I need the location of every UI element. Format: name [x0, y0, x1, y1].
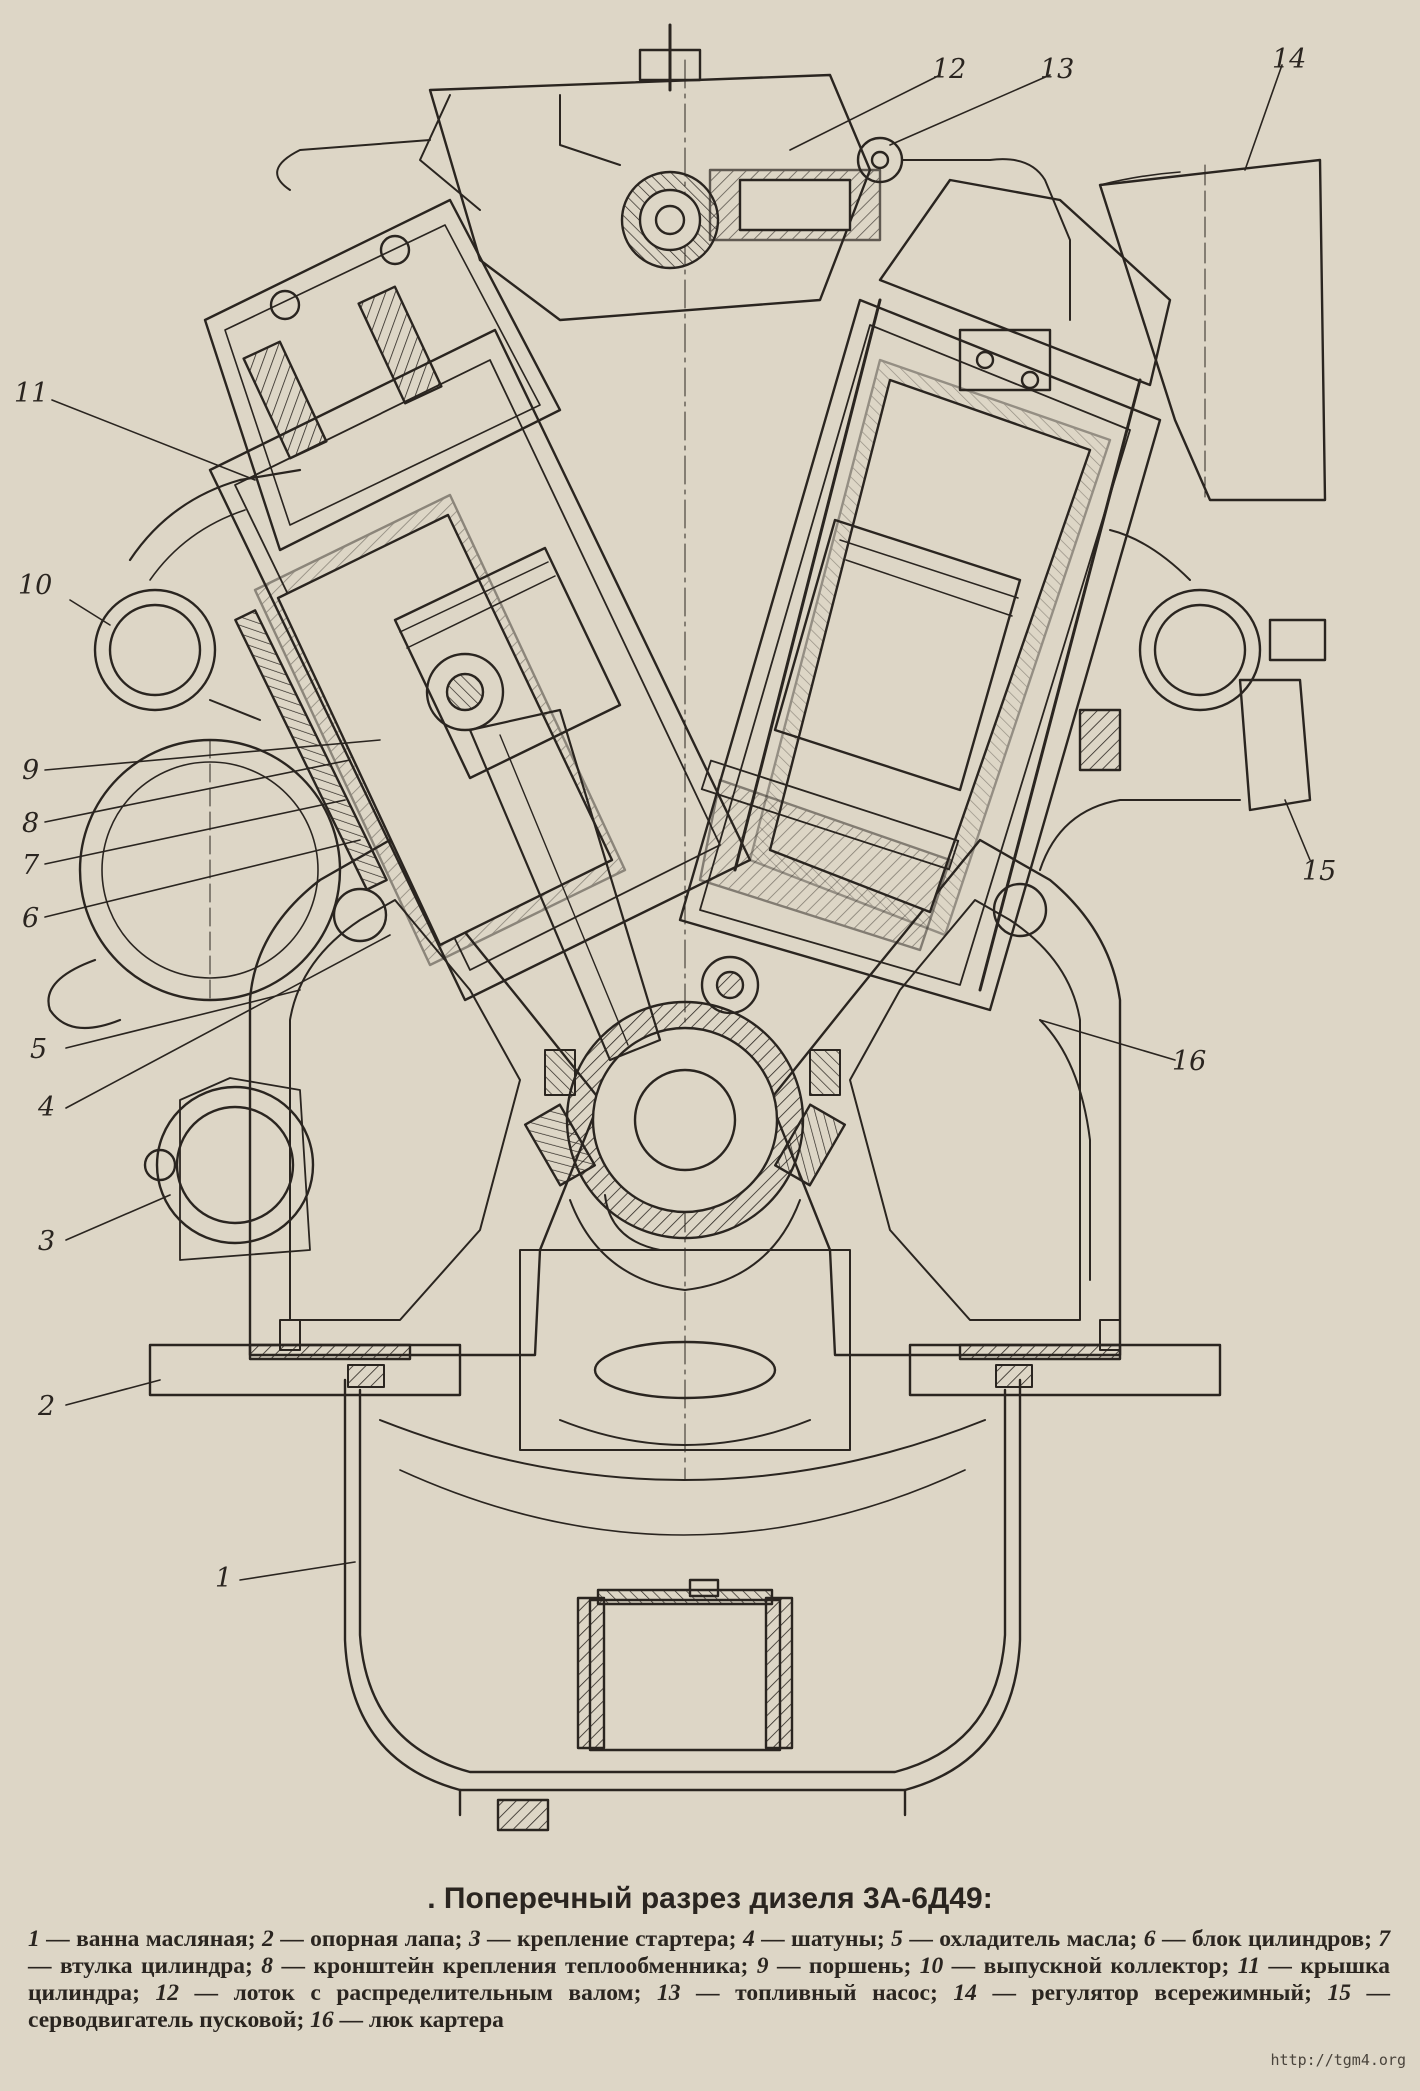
callout-7: 7 [22, 850, 40, 881]
right-exhaust-manifold [1109, 529, 1327, 712]
legend-entry: 13 — топливный насос; [656, 1980, 954, 2006]
legend-number: 3 [468, 1926, 481, 1952]
legend-number: 14 [953, 1980, 977, 2006]
legend-entry: 4 — шатуны; [742, 1926, 892, 1952]
right-cylinder-head [878, 178, 1172, 392]
starter-mount [143, 1077, 315, 1261]
servo-motor [1039, 678, 1312, 871]
legend-text: регулятор всережимный [1031, 1980, 1305, 2006]
callout-3: 3 [38, 1226, 56, 1257]
left-exhaust-manifold [93, 468, 302, 721]
legend-entry: 10 — выпускной коллектор; [919, 1953, 1238, 1979]
legend-number: 1 [28, 1926, 40, 1952]
legend-number: 12 [155, 1980, 179, 2006]
legend-number: 15 [1327, 1980, 1351, 2006]
legend-entry: 7 — втулка цилиндра; [28, 1926, 1391, 1979]
callout-11: 11 [14, 378, 49, 409]
crankshaft [523, 1000, 847, 1291]
legend-entry: 1 — ванна масляная; [28, 1926, 263, 1952]
legend-number: 16 [310, 2007, 334, 2033]
legend-number: 5 [891, 1926, 903, 1952]
engine-cross-section-drawing [44, 23, 1327, 1832]
callout-10: 10 [18, 570, 53, 601]
legend-number: 7 [1378, 1926, 1391, 1952]
oil-pan [343, 1378, 1022, 1832]
crankcase-hatch [332, 882, 1091, 1281]
legend-number: 2 [262, 1926, 274, 1952]
legend-text: шатуны [791, 1926, 877, 1952]
legend-entry: 5 — охладитель масла; [891, 1926, 1144, 1952]
legend-text: кронштейн крепления теплообменника [313, 1953, 741, 1979]
callout-5: 5 [30, 1034, 48, 1065]
legend-text: люк картера [368, 2007, 504, 2033]
legend-number: 4 [742, 1926, 755, 1952]
callout-8: 8 [22, 808, 40, 839]
callout-14: 14 [1272, 44, 1307, 75]
oil-cooler [47, 738, 342, 1030]
right-cylinder-bank [678, 298, 1162, 1012]
callout-6: 6 [22, 903, 40, 934]
leader-lines [44, 64, 1311, 1581]
callout-12: 12 [932, 54, 967, 85]
legend-number: 6 [1143, 1926, 1156, 1952]
site-watermark: http://tgm4.org [1270, 2051, 1406, 2069]
legend-text: крепление стартера [516, 1926, 729, 1952]
left-cylinder-bank [208, 328, 752, 1062]
callout-13: 13 [1040, 54, 1075, 85]
legend-number: 11 [1237, 1953, 1260, 1979]
legend-number: 10 [919, 1953, 944, 1979]
legend-entry: 6 — блок цилиндров; [1143, 1926, 1379, 1952]
legend-text: втулка цилиндра [59, 1953, 246, 1979]
legend-text: ванна масляная [76, 1926, 248, 1952]
callout-1: 1 [215, 1563, 233, 1594]
legend-text: серводвигатель пусковой [28, 2007, 297, 2033]
legend-text: поршень [808, 1953, 904, 1979]
legend-text: крышка цилиндра [28, 1953, 1391, 2006]
callout-2: 2 [38, 1391, 56, 1422]
left-cylinder-head [203, 198, 562, 552]
callout-16: 16 [1172, 1046, 1207, 1077]
legend-entry: 3 — крепление стартера; [468, 1926, 743, 1952]
legend-text: охладитель масла [939, 1926, 1130, 1952]
legend-entry: 14 — регулятор всережимный; [953, 1980, 1328, 2006]
legend-entry: 12 — лоток с распределительным валом; [155, 1980, 657, 2006]
legend-text: топливный насос [735, 1980, 930, 2006]
legend-text: блок цилиндров [1191, 1926, 1365, 1952]
legend-number: 9 [756, 1953, 769, 1979]
legend-text: опорная лапа [310, 1926, 455, 1952]
caption-title: . Поперечный разрез дизеля 3А-6Д49: [427, 1882, 993, 1915]
legend-number: 13 [656, 1980, 681, 2006]
callout-15: 15 [1302, 856, 1337, 887]
legend-entry: 2 — опорная лапа; [262, 1926, 469, 1952]
legend-text: выпускной коллектор [983, 1953, 1222, 1979]
bolts [279, 1049, 1121, 1388]
legend-number: 8 [261, 1953, 274, 1979]
callout-9: 9 [22, 755, 40, 786]
legend-text: лоток с распределительным валом [233, 1980, 634, 2006]
camshaft-tray [276, 23, 1071, 322]
legend-entry: 11 — крышка цилиндра; [28, 1953, 1391, 2006]
callout-4: 4 [38, 1092, 56, 1123]
legend-entry: 8 — кронштейн крепления теплообменника; [261, 1953, 757, 1979]
governor [1098, 158, 1327, 502]
caption-legend: 1 — ванна масляная; 2 — опорная лапа; 3 … [28, 1926, 1390, 2034]
legend-entry: 9 — поршень; [756, 1953, 920, 1979]
legend-entry: 15 — серводвигатель пусковой; [28, 1980, 1391, 2033]
legend-entry: 16 — люк картера [310, 2007, 504, 2033]
